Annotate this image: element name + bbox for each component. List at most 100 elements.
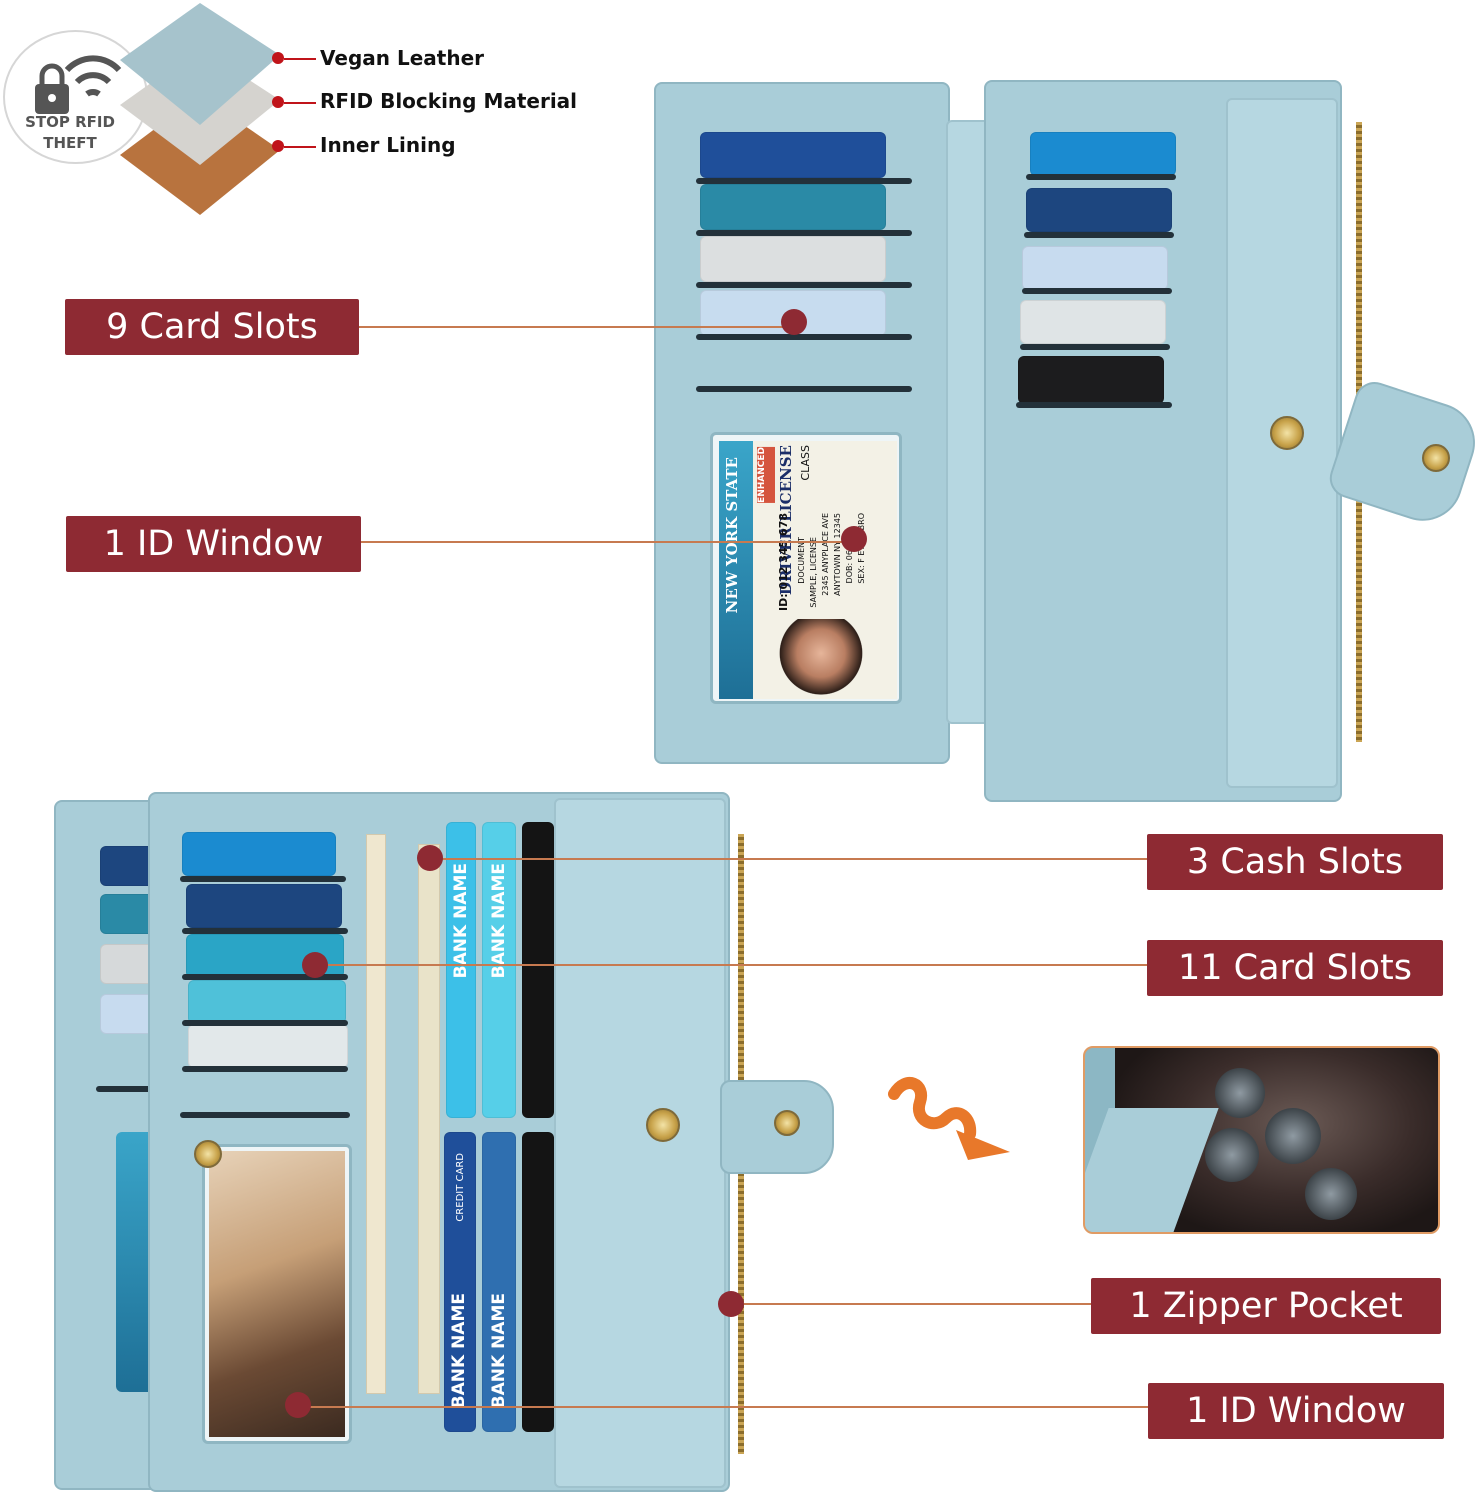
- callout-3-cash-slots: 3 Cash Slots: [1147, 834, 1443, 890]
- driver-license: NEW YORK STATE ENHANCED DRIVER LICENSE C…: [719, 441, 897, 699]
- vertical-card: CREDIT CARD BANK NAME: [444, 1132, 476, 1432]
- layer-label-vegan-leather: Vegan Leather: [320, 46, 484, 70]
- card-slot: [1020, 344, 1170, 350]
- card: [1020, 300, 1166, 344]
- card-slot: [182, 1066, 348, 1072]
- card-slot: [696, 178, 912, 184]
- layer-marker-1: [272, 52, 284, 64]
- marker-zipper-pocket: [718, 1291, 744, 1317]
- license-id-number: ID: 012 345 678: [777, 513, 790, 611]
- card-bank-name: BANK NAME: [451, 863, 471, 979]
- card: [700, 132, 886, 178]
- license-tag: ENHANCED: [757, 447, 775, 503]
- layer-label-rfid-blocking: RFID Blocking Material: [320, 89, 578, 113]
- card: [186, 884, 342, 928]
- vertical-card: BANK NAME: [482, 1132, 516, 1432]
- card-slot: [696, 334, 912, 340]
- lock-wifi-icon: [35, 55, 122, 114]
- layer-marker-2: [272, 96, 284, 108]
- vertical-card: [522, 822, 554, 1118]
- card-slot: [696, 386, 912, 392]
- top-wallet-strap: [1324, 376, 1481, 532]
- marker-3-cash-slots: [417, 845, 443, 871]
- card: [1026, 188, 1172, 232]
- vertical-card: BANK NAME: [482, 822, 516, 1118]
- coin: [1265, 1108, 1321, 1164]
- callout-11-card-slots: 11 Card Slots: [1147, 940, 1443, 996]
- card: [1022, 246, 1168, 290]
- leader-11-card-slots: [314, 964, 1147, 966]
- license-document: DOCUMENT: [797, 537, 806, 584]
- card-slot: [182, 974, 348, 980]
- bottom-wallet-main: BANK NAME BANK NAME CREDIT CARD BANK NAM…: [148, 792, 744, 1492]
- badge-text-line1: STOP RFID: [25, 113, 115, 131]
- license-address2: ANYTOWN NY 12345: [833, 513, 842, 596]
- license-class: CLASS: [799, 445, 812, 481]
- top-id-window: NEW YORK STATE ENHANCED DRIVER LICENSE C…: [710, 432, 902, 704]
- badge-text-line2: THEFT: [43, 134, 97, 152]
- squiggle-arrow-icon: [888, 1077, 1010, 1160]
- card-slot: [1016, 402, 1172, 408]
- cash-note: [418, 844, 440, 1394]
- vertical-card: BANK NAME: [446, 822, 476, 1118]
- card-slot: [182, 928, 348, 934]
- snap-button: [1422, 444, 1450, 472]
- callout-top-id-window: 1 ID Window: [66, 516, 361, 572]
- card: [188, 980, 346, 1024]
- license-stripe: [719, 441, 753, 699]
- top-wallet-left-panel: NEW YORK STATE ENHANCED DRIVER LICENSE C…: [654, 82, 950, 764]
- snap-button: [194, 1140, 222, 1168]
- card: [188, 1024, 348, 1068]
- license-state: NEW YORK STATE: [723, 457, 741, 614]
- coin: [1215, 1068, 1265, 1118]
- card: [1018, 356, 1164, 404]
- coin: [1205, 1128, 1259, 1182]
- layer-leader-2: [284, 102, 316, 104]
- snap-button: [774, 1110, 800, 1136]
- vertical-card: [522, 1132, 554, 1432]
- layer-label-inner-lining: Inner Lining: [320, 133, 456, 157]
- card-bank-name: BANK NAME: [489, 1293, 509, 1409]
- coin: [1305, 1168, 1357, 1220]
- bottom-id-window: [202, 1144, 352, 1444]
- card-slot: [182, 1020, 348, 1026]
- license-photo: [767, 619, 875, 695]
- bottom-zipper-pocket-panel: [554, 798, 726, 1488]
- leader-3-cash-slots: [428, 858, 1147, 860]
- leader-9-card-slots: [359, 326, 793, 328]
- card-credit-card: CREDIT CARD: [455, 1153, 466, 1222]
- card: [700, 184, 886, 230]
- card-slot: [180, 1112, 350, 1118]
- photo: [209, 1151, 345, 1437]
- leader-top-id-window: [361, 541, 853, 543]
- layer-leader-3: [284, 146, 316, 148]
- card: [182, 832, 336, 876]
- layer-marker-3: [272, 140, 284, 152]
- marker-bottom-id-window: [285, 1392, 311, 1418]
- leader-zipper-pocket: [730, 1303, 1091, 1305]
- card: [1030, 132, 1176, 176]
- card-slot: [1022, 288, 1172, 294]
- card-slot: [696, 282, 912, 288]
- cash-note: [366, 834, 386, 1394]
- marker-11-card-slots: [302, 952, 328, 978]
- bottom-wallet-strap: [720, 1080, 834, 1174]
- card-bank-name: BANK NAME: [449, 1293, 469, 1409]
- coin-pocket-inset: [1083, 1046, 1440, 1234]
- rfid-badge: [3, 30, 148, 164]
- card-bank-name: BANK NAME: [489, 863, 509, 979]
- callout-9-card-slots: 9 Card Slots: [65, 299, 359, 355]
- card-slot: [696, 230, 912, 236]
- marker-top-id-window: [841, 526, 867, 552]
- layer-leader-1: [284, 58, 316, 60]
- card-slot: [1026, 174, 1176, 180]
- callout-zipper-pocket: 1 Zipper Pocket: [1091, 1278, 1441, 1334]
- card: [700, 236, 886, 282]
- license-name: SAMPLE, LICENSE: [809, 537, 818, 608]
- material-layers-illustration: [120, 3, 280, 215]
- license-address1: 2345 ANYPLACE AVE: [821, 513, 830, 596]
- callout-bottom-id-window: 1 ID Window: [1148, 1383, 1444, 1439]
- card-slot: [180, 876, 346, 882]
- snap-button: [1270, 416, 1304, 450]
- rfid-badge-text: STOP RFID THEFT: [10, 112, 130, 154]
